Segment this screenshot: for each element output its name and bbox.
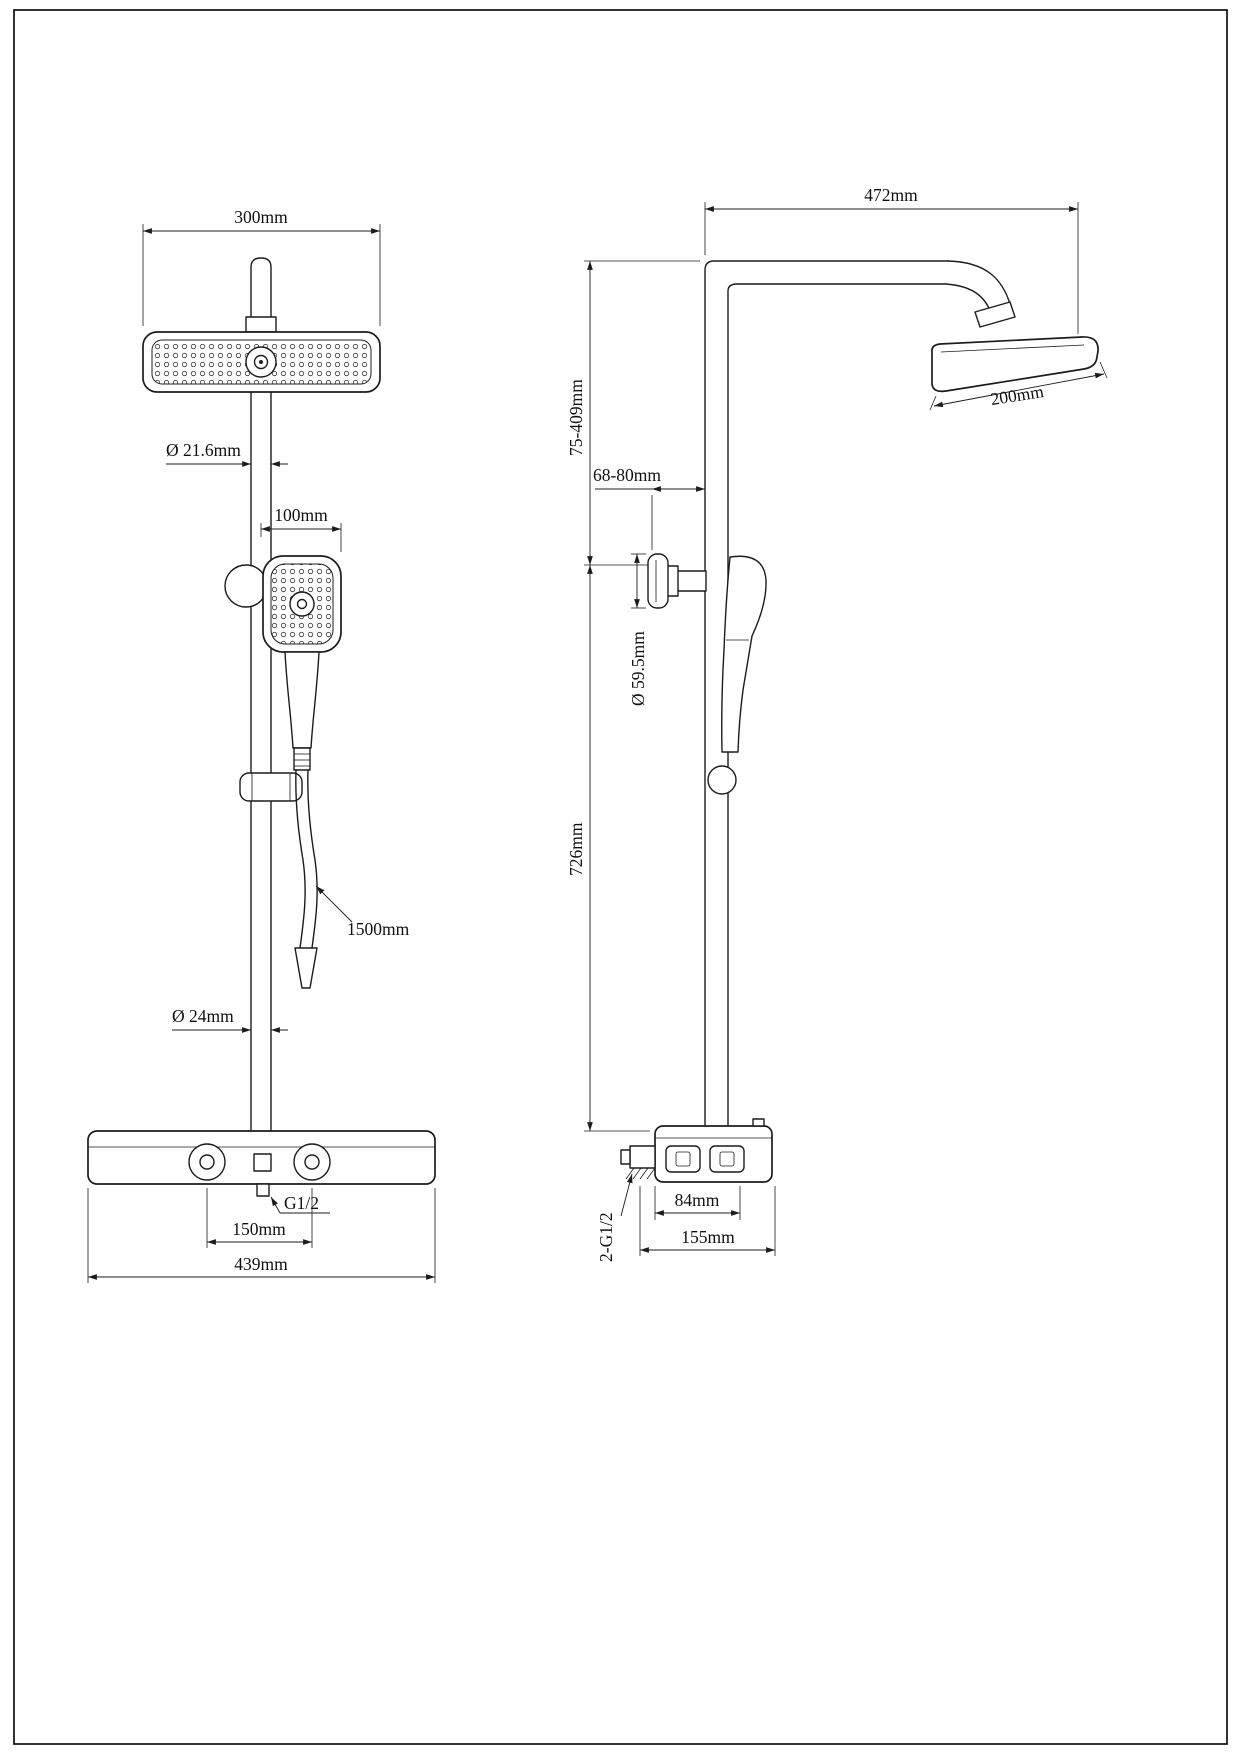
side-head-body <box>931 336 1099 393</box>
dim-side-bracket-range-label: 68-80mm <box>593 465 661 485</box>
front-overhead-shower <box>142 331 381 393</box>
front-slider-clamp <box>239 772 303 802</box>
dim-front-pipe-dia-upper-label: Ø 21.6mm <box>166 440 241 460</box>
dim-front-thread: G1/2 <box>270 1193 330 1214</box>
front-hose-end-fitting <box>294 947 318 989</box>
dim-front-base-width: 439mm <box>87 1188 436 1283</box>
dim-side-thread-label: 2-G1/2 <box>596 1212 616 1262</box>
dim-front-hand-offset: 100mm <box>260 505 342 552</box>
dim-side-bracket-range: 68-80mm <box>593 465 705 550</box>
dim-front-head-width-label: 300mm <box>234 207 288 227</box>
side-top-button <box>752 1118 765 1127</box>
side-mixer-port-2 <box>709 1145 745 1173</box>
side-holder-ball <box>707 765 737 795</box>
dim-front-pipe-dia-upper: Ø 21.6mm <box>166 440 288 467</box>
dim-front-hand-offset-label: 100mm <box>274 505 328 525</box>
dim-side-column-height: 726mm <box>566 565 650 1132</box>
front-bottom-nipple <box>256 1183 270 1197</box>
dim-side-flange-dia-label: Ø 59.5mm <box>628 631 648 706</box>
front-center-outlet <box>253 1153 272 1172</box>
side-overhead-shower <box>931 260 1099 393</box>
dim-side-adjust-range: 75-409mm <box>566 260 700 566</box>
dim-side-body-width-label: 84mm <box>675 1190 720 1210</box>
dim-front-pipe-dia-lower-label: Ø 24mm <box>172 1006 234 1026</box>
side-riser-pipe <box>704 260 949 1132</box>
dim-front-hose-length-label: 1500mm <box>347 919 410 939</box>
front-hand-shower-mount <box>224 564 268 608</box>
dim-front-hose-length: 1500mm <box>315 885 410 939</box>
side-view: 472mm 200mm 75-409mm 726mm 68-80mm <box>566 185 1108 1262</box>
dim-side-adjust-range-label: 75-409mm <box>566 379 586 456</box>
front-riser-pipe <box>250 391 272 1134</box>
dim-front-base-width-label: 439mm <box>234 1254 288 1274</box>
dim-side-thread: 2-G1/2 <box>596 1173 633 1262</box>
dim-side-top-reach-label: 472mm <box>864 185 918 205</box>
dim-front-knob-spacing: 150mm <box>206 1188 313 1248</box>
front-shower-hose <box>294 769 318 989</box>
front-mixer-bar <box>87 1130 436 1197</box>
sheet-border <box>13 9 1228 1745</box>
dim-front-head-width: 300mm <box>142 207 381 326</box>
dim-front-knob-spacing-label: 150mm <box>232 1219 286 1239</box>
dim-side-body-width: 84mm <box>654 1186 741 1220</box>
dim-side-column-height-label: 726mm <box>566 822 586 876</box>
dim-side-head-depth-label: 200mm <box>989 381 1045 409</box>
side-mixer-port-1 <box>665 1145 701 1173</box>
dim-side-base-depth-label: 155mm <box>681 1227 735 1247</box>
side-bracket-flange <box>647 553 669 609</box>
side-wall-bracket <box>647 553 707 609</box>
front-shower-arm <box>250 257 272 332</box>
side-head-nut <box>974 301 1016 328</box>
side-mixer-body <box>620 1118 773 1183</box>
dim-side-flange-dia: Ø 59.5mm <box>628 553 648 706</box>
side-hand-shower <box>707 555 767 795</box>
dim-side-top-reach: 472mm <box>704 185 1079 334</box>
front-arm-nut <box>245 316 277 333</box>
dim-front-thread-label: G1/2 <box>284 1193 319 1213</box>
dim-side-base-depth: 155mm <box>639 1186 776 1256</box>
front-hand-shower-handle <box>284 651 320 749</box>
front-hose-connector <box>293 747 311 771</box>
dim-front-pipe-dia-lower: Ø 24mm <box>172 1006 288 1033</box>
side-inlet-fitting <box>629 1145 656 1169</box>
front-view: 300mm Ø 21.6mm 100mm <box>87 207 436 1283</box>
front-hand-shower <box>262 555 342 771</box>
